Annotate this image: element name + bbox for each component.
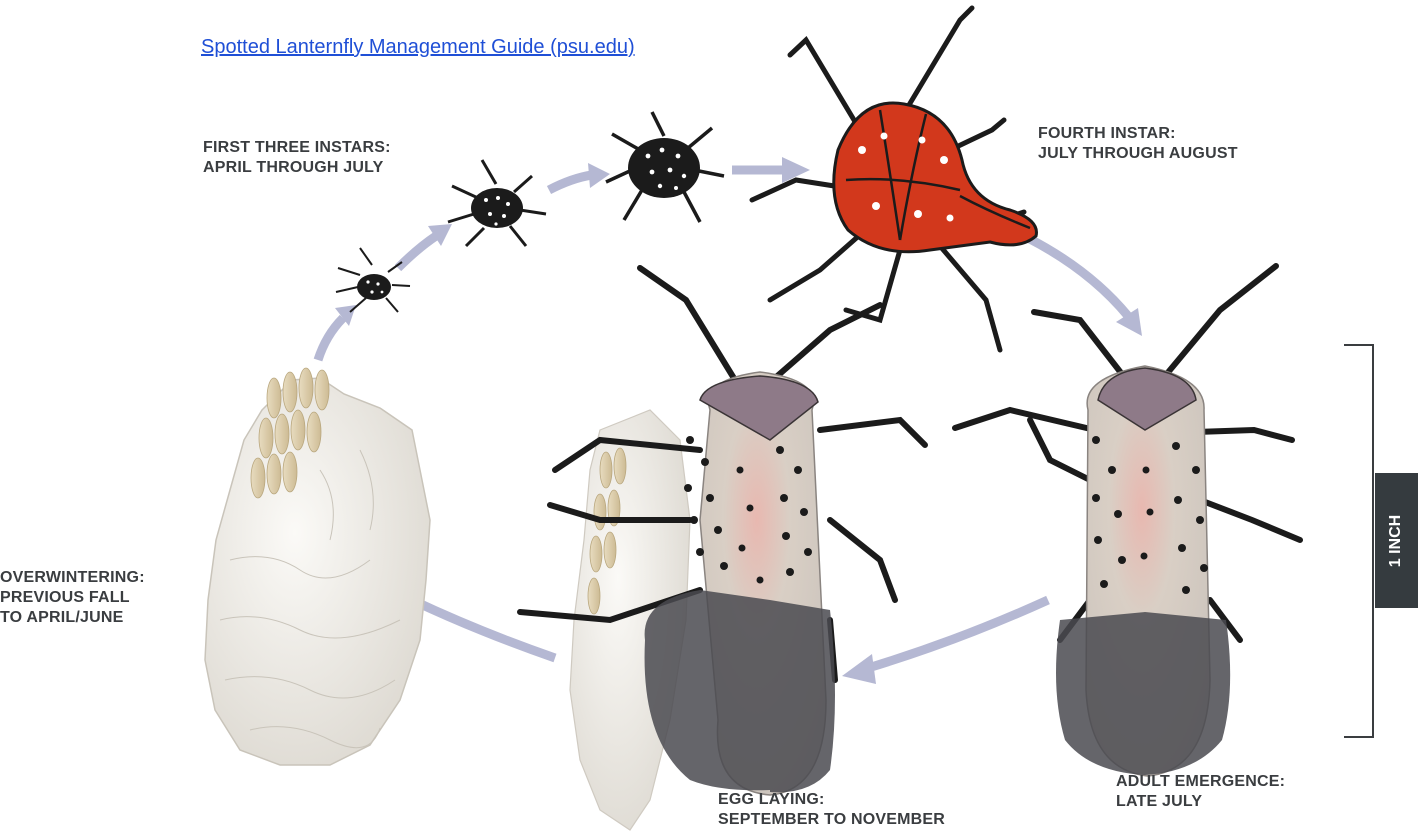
label-fourth-instar-title: FOURTH INSTAR: <box>1038 124 1238 144</box>
arrow-instar1-to-instar2 <box>398 224 452 268</box>
label-adult-emergence-title: ADULT EMERGENCE: <box>1116 772 1285 792</box>
label-overwintering-period-1: PREVIOUS FALL <box>0 588 145 608</box>
label-fourth-instar: FOURTH INSTAR: JULY THROUGH AUGUST <box>1038 124 1238 164</box>
label-fourth-instar-period: JULY THROUGH AUGUST <box>1038 144 1238 164</box>
arrow-adult-to-egglaying <box>842 600 1048 684</box>
egg-laying-adult <box>520 268 925 830</box>
emerged-adult <box>955 266 1300 776</box>
scale-label: 1 INCH <box>1387 515 1405 567</box>
label-egg-laying-title: EGG LAYING: <box>718 790 945 810</box>
label-egg-laying-period: SEPTEMBER TO NOVEMBER <box>718 810 945 830</box>
label-first-three-instars-period: APRIL THROUGH JULY <box>203 158 391 178</box>
arrow-instar2-to-instar3 <box>549 163 610 190</box>
label-overwintering: OVERWINTERING: PREVIOUS FALL TO APRIL/JU… <box>0 568 145 628</box>
label-overwintering-title: OVERWINTERING: <box>0 568 145 588</box>
label-egg-laying: EGG LAYING: SEPTEMBER TO NOVEMBER <box>718 790 945 830</box>
third-instar-nymph <box>606 112 724 222</box>
overwintering-egg-mass <box>205 368 430 765</box>
second-instar-nymph <box>448 160 546 246</box>
label-first-three-instars-title: FIRST THREE INSTARS: <box>203 138 391 158</box>
management-guide-link[interactable]: Spotted Lanternfly Management Guide (psu… <box>201 36 635 59</box>
label-overwintering-period-2: TO APRIL/JUNE <box>0 608 145 628</box>
label-adult-emergence-period: LATE JULY <box>1116 792 1285 812</box>
scale-bracket <box>1344 345 1373 737</box>
label-adult-emergence: ADULT EMERGENCE: LATE JULY <box>1116 772 1285 812</box>
arrow-instar4-to-adult <box>1028 238 1142 336</box>
label-first-three-instars: FIRST THREE INSTARS: APRIL THROUGH JULY <box>203 138 391 178</box>
first-instar-nymph <box>336 248 410 312</box>
arrow-eggs-to-instar1 <box>318 305 356 360</box>
fourth-instar-nymph <box>752 8 1036 350</box>
